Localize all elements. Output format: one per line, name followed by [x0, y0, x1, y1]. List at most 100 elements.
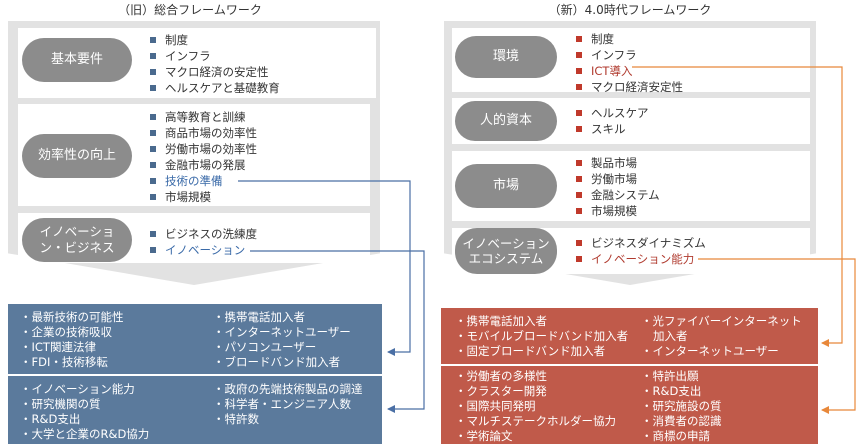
square-bullet-icon — [576, 84, 582, 90]
list-item: ・国際共同発明 — [455, 399, 536, 413]
old-group-items-innovation-business: ビジネスの洗練度 イノベーション — [150, 226, 257, 258]
old-group-label-innovation-business: イノベーション・ビジネス — [22, 218, 132, 262]
list-item: ・企業の技術吸収 — [20, 325, 112, 339]
square-bullet-icon — [576, 126, 582, 132]
square-bullet-icon — [576, 36, 582, 42]
square-bullet-icon — [576, 192, 582, 198]
square-bullet-icon — [576, 110, 582, 116]
square-bullet-icon — [576, 176, 582, 182]
square-bullet-icon — [150, 37, 156, 43]
list-item: 製品市場 — [576, 155, 660, 171]
list-item: 加入者 — [653, 329, 688, 343]
connector-innovation-capability — [698, 258, 856, 414]
new-group-label-human-capital: 人的資本 — [455, 101, 557, 141]
list-item: ・ブロードバンド加入者 — [213, 355, 341, 369]
list-item: 金融市場の発展 — [150, 157, 257, 173]
list-item-highlighted: 技術の準備 — [150, 173, 257, 189]
new-group-items-environment: 制度 インフラ ICT導入 マクロ経済安定性 — [576, 31, 683, 95]
list-item: ・インターネットユーザー — [213, 325, 351, 339]
square-bullet-icon — [576, 256, 582, 262]
list-item: ・最新技術の可能性 — [20, 310, 124, 324]
new-ict-adoption-panel: ・携帯電話加入者 ・モバイルブロードバンド加入者 ・固定ブロードバンド加入者 ・… — [441, 308, 818, 364]
new-framework-title: （新）4.0時代フレームワーク — [548, 3, 712, 17]
list-item: ・研究機関の質 — [20, 397, 101, 411]
square-bullet-icon — [150, 69, 156, 75]
list-item: ・クラスター開発 — [455, 384, 547, 398]
square-bullet-icon — [576, 208, 582, 214]
list-item: ・ICT関連法律 — [20, 340, 96, 354]
list-item-highlighted: イノベーション — [150, 242, 257, 258]
list-item: 制度 — [576, 31, 683, 47]
list-item: ・パソコンユーザー — [213, 340, 317, 354]
new-group-label-innovation-ecosystem: イノベーション エコシステム — [455, 228, 557, 274]
connector-ict-adoption — [632, 66, 843, 347]
square-bullet-icon — [150, 146, 156, 152]
square-bullet-icon — [576, 68, 582, 74]
list-item: ・マルチステークホルダー協力 — [455, 414, 616, 428]
list-item: インフラ — [576, 47, 683, 63]
new-group-label-environment: 環境 — [455, 36, 557, 78]
list-item: ・商標の申請 — [641, 429, 710, 443]
old-tech-readiness-panel: ・最新技術の可能性 ・企業の技術吸収 ・ICT関連法律 ・FDI・技術移転 ・携… — [8, 304, 382, 374]
list-item: ・光ファイバーインターネット — [641, 314, 802, 328]
list-item: ・労働者の多様性 — [455, 369, 547, 383]
list-item: 市場規模 — [150, 189, 257, 205]
new-group-items-market: 製品市場 労働市場 金融システム 市場規模 — [576, 155, 660, 219]
list-item: マクロ経済安定性 — [576, 79, 683, 95]
list-item: ・携帯電話加入者 — [213, 310, 305, 324]
list-item: ・FDI・技術移転 — [20, 355, 108, 369]
list-item: ・R&D支出 — [641, 384, 702, 398]
list-item: ・携帯電話加入者 — [455, 314, 547, 328]
list-item: 高等教育と訓練 — [150, 109, 257, 125]
square-bullet-icon — [150, 85, 156, 91]
old-group-label-efficiency: 効率性の向上 — [22, 134, 132, 178]
list-item: 労働市場の効率性 — [150, 141, 257, 157]
list-item: ヘルスケア — [576, 105, 649, 121]
square-bullet-icon — [150, 247, 156, 253]
square-bullet-icon — [150, 178, 156, 184]
square-bullet-icon — [150, 53, 156, 59]
list-item: ・特許出願 — [641, 369, 699, 383]
list-item: ・大学と企業のR&D協力 — [20, 427, 150, 441]
list-item: ・研究施設の質 — [641, 399, 722, 413]
list-item: ・固定ブロードバンド加入者 — [455, 344, 606, 358]
list-item: ・科学者・エンジニア人数 — [213, 397, 351, 411]
new-group-items-innovation-ecosystem: ビジネスダイナミズム イノベーション能力 — [576, 235, 706, 267]
connector-tech-readiness — [238, 180, 411, 356]
new-group-label-market: 市場 — [455, 164, 557, 208]
list-item: スキル — [576, 121, 649, 137]
list-item: ・学術論文 — [455, 429, 513, 443]
square-bullet-icon — [150, 231, 156, 237]
old-framework-title: （旧）総合フレームワーク — [118, 3, 262, 17]
old-group-items-basic-requirements: 制度 インフラ マクロ経済の安定性 ヘルスケアと基礎教育 — [150, 32, 280, 96]
list-item: ・イノベーション能力 — [20, 382, 135, 396]
list-item: 市場規模 — [576, 203, 660, 219]
square-bullet-icon — [150, 114, 156, 120]
list-item: ・インターネットユーザー — [641, 344, 779, 358]
square-bullet-icon — [150, 130, 156, 136]
old-group-items-efficiency: 高等教育と訓練 商品市場の効率性 労働市場の効率性 金融市場の発展 技術の準備 … — [150, 109, 257, 205]
list-item: マクロ経済の安定性 — [150, 64, 280, 80]
list-item: ・モバイルブロードバンド加入者 — [455, 329, 629, 343]
list-item-highlighted: ICT導入 — [576, 63, 683, 79]
list-item: 労働市場 — [576, 171, 660, 187]
list-item: ビジネスダイナミズム — [576, 235, 706, 251]
old-innovation-panel: ・イノベーション能力 ・研究機関の質 ・R&D支出 ・大学と企業のR&D協力 ・… — [8, 376, 382, 444]
list-item: ヘルスケアと基礎教育 — [150, 80, 280, 96]
old-group-label-basic-requirements: 基本要件 — [22, 38, 132, 82]
connector-innovation — [250, 250, 425, 413]
square-bullet-icon — [576, 52, 582, 58]
list-item: 商品市場の効率性 — [150, 125, 257, 141]
list-item: 制度 — [150, 32, 280, 48]
square-bullet-icon — [150, 162, 156, 168]
list-item: ・政府の先端技術製品の調達 — [213, 382, 363, 396]
list-item: ・消費者の認識 — [641, 414, 722, 428]
list-item: 金融システム — [576, 187, 660, 203]
square-bullet-icon — [576, 160, 582, 166]
square-bullet-icon — [576, 240, 582, 246]
square-bullet-icon — [150, 194, 156, 200]
new-group-items-human-capital: ヘルスケア スキル — [576, 105, 649, 137]
list-item: ・特許数 — [213, 412, 259, 426]
list-item: インフラ — [150, 48, 280, 64]
